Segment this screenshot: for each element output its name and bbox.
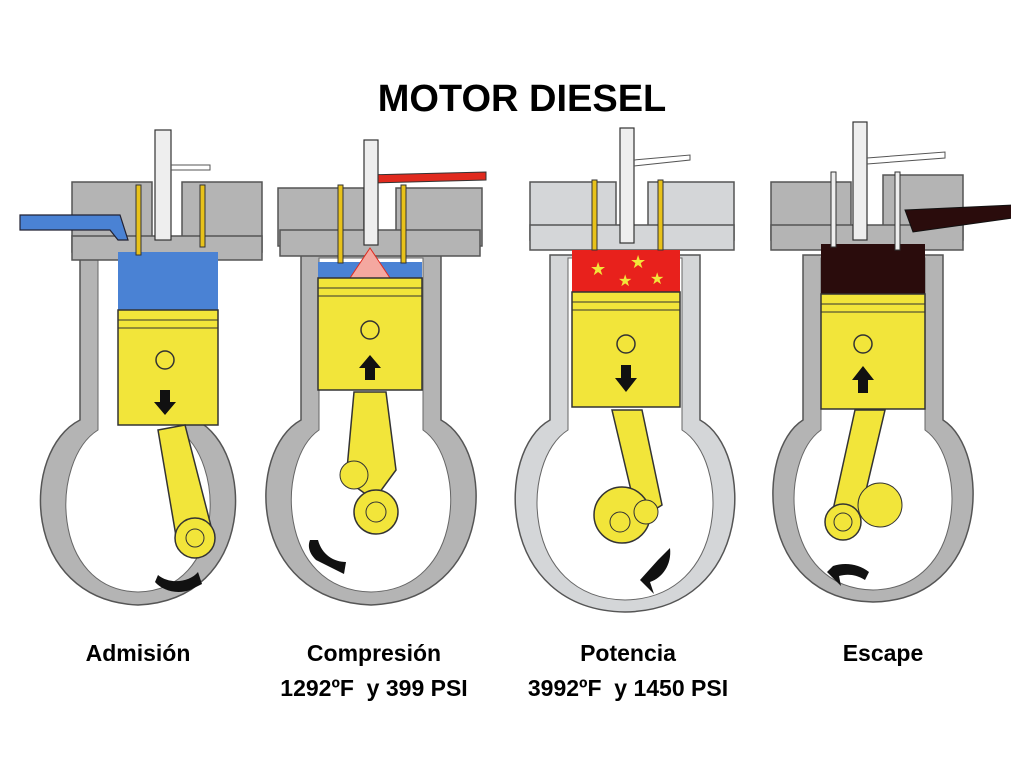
- piston-pin: [360, 320, 380, 340]
- intake-engine-diagram: [19, 129, 263, 606]
- stage-intake: Admisión: [10, 0, 266, 768]
- injector: [619, 127, 635, 244]
- piston-direction-arrow: [615, 365, 637, 392]
- rotation-arrow-icon: [308, 540, 346, 574]
- fuel-line: [633, 154, 691, 167]
- exhaust-engine-diagram: [770, 121, 1011, 603]
- injector: [363, 139, 379, 246]
- intake-valve: [135, 184, 142, 256]
- injector: [852, 121, 868, 241]
- rotation-arrow-icon: [640, 548, 671, 594]
- stage-detail: 1292ºF y 399 PSI: [280, 675, 468, 701]
- piston-direction-arrow: [359, 355, 381, 380]
- stage-detail: 3992ºF y 1450 PSI: [527, 675, 729, 701]
- piston: [820, 293, 926, 410]
- stage-exhaust: Escape: [755, 0, 1011, 768]
- combustion-spark-icon: ★: [618, 273, 632, 290]
- piston-pin: [853, 334, 873, 354]
- intake-valve: [830, 171, 837, 248]
- power-engine-diagram: ★ ★ ★ ★: [514, 127, 736, 613]
- connecting-rod: [611, 409, 663, 522]
- piston-pin: [616, 334, 636, 354]
- combustion-gas: [572, 250, 680, 292]
- exhaust-valve: [657, 179, 664, 251]
- injector: [154, 129, 172, 241]
- intake-valve: [591, 179, 598, 251]
- head-gasket: [279, 229, 481, 257]
- crank-pin: [353, 489, 399, 535]
- intake-pipe: [19, 214, 129, 241]
- combustion-spark-icon: ★: [630, 252, 646, 272]
- exhaust-valve: [400, 184, 407, 264]
- exhaust-pipe: [904, 204, 1011, 233]
- exhaust-gas: [821, 244, 925, 294]
- stage-label: Admisión: [85, 640, 191, 666]
- combustion-spark-icon: ★: [590, 259, 606, 279]
- piston-pin: [155, 350, 175, 370]
- piston-direction-arrow: [852, 366, 874, 393]
- fuel-line: [171, 164, 211, 171]
- stage-power: ★ ★ ★ ★ Potencia 3992ºF y 1450 PSI: [500, 0, 756, 768]
- stage-compression: Compresión 1292ºF y 399 PSI: [246, 0, 502, 768]
- exhaust-valve: [199, 184, 206, 248]
- piston-direction-arrow: [154, 390, 176, 415]
- crank-pin: [174, 517, 216, 559]
- diagram-title: MOTOR DIESEL: [377, 78, 667, 120]
- rotation-arrow-icon: [155, 572, 202, 593]
- stage-label: Compresión: [306, 640, 442, 666]
- stage-label: Potencia: [580, 640, 676, 666]
- compression-engine-diagram: [265, 139, 487, 606]
- crank-pin: [824, 503, 862, 541]
- rotation-arrow-icon: [827, 564, 869, 586]
- fuel-line: [866, 151, 946, 165]
- intake-valve: [337, 184, 344, 264]
- stage-label: Escape: [842, 640, 924, 666]
- combustion-spark-icon: ★: [650, 271, 664, 288]
- air-charge: [118, 252, 218, 310]
- exhaust-valve: [894, 171, 901, 251]
